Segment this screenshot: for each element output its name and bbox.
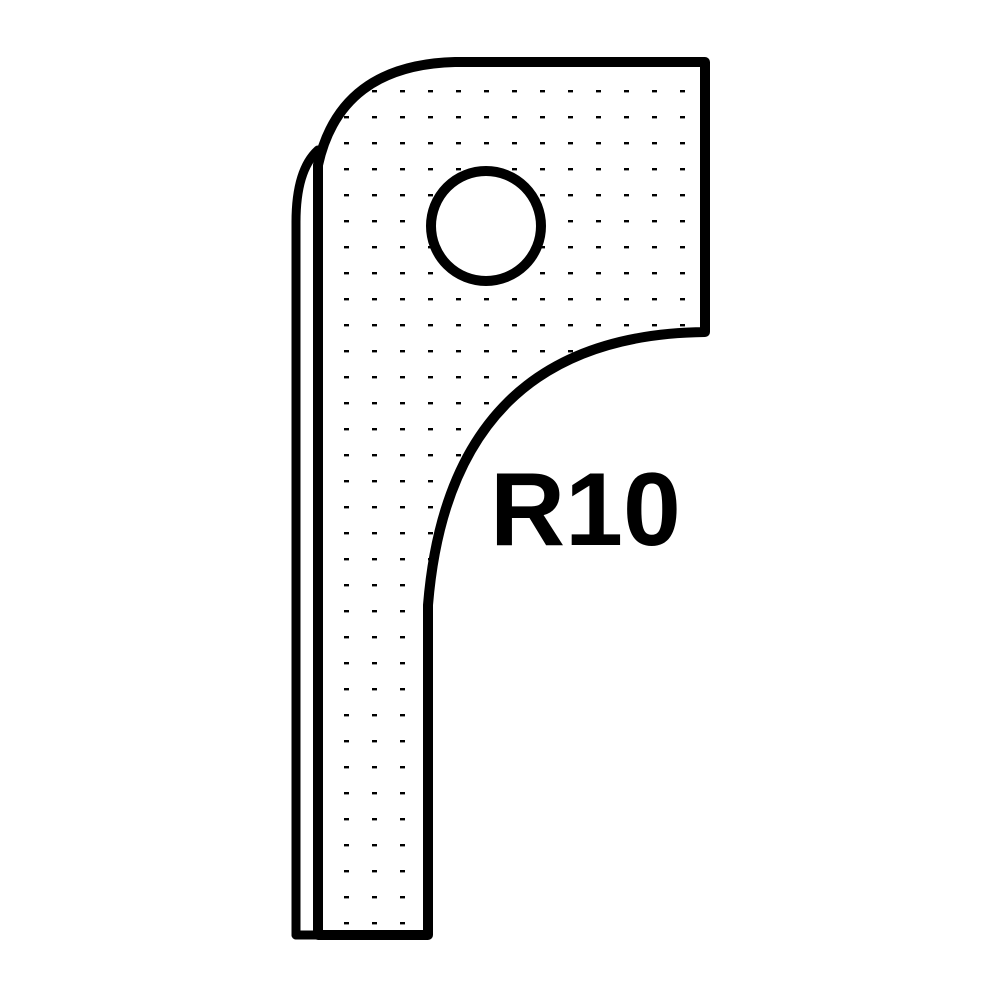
blade-back-edge [291, 145, 323, 940]
radius-label: R10 [490, 452, 681, 568]
blade-outline [313, 57, 710, 940]
mounting-hole [426, 166, 546, 286]
